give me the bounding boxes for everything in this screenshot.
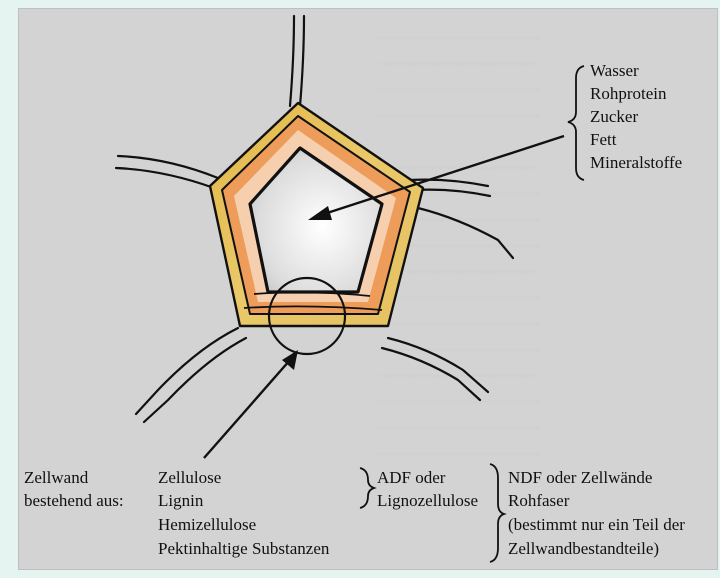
cell-wall-arrow — [204, 350, 298, 458]
component-hemicellulose: Hemizellulose — [158, 514, 256, 536]
ndf-label-crude-fiber: Rohfaser — [508, 490, 569, 512]
ndf-note-line1: (bestimmt nur ein Teil der — [508, 514, 685, 536]
ndf-label: NDF oder Zellwände — [508, 467, 652, 489]
adf-brace — [360, 468, 374, 508]
component-lignin: Lignin — [158, 490, 203, 512]
component-cellulose: Zellulose — [158, 467, 221, 489]
ndf-brace — [490, 464, 504, 562]
diagram-panel: ~~~~~~~~~~~~~~~~~~~~~~~~~~~~~~~~~~~~~~~~… — [18, 8, 718, 570]
component-pectin: Pektinhaltige Substanzen — [158, 538, 329, 560]
cell-wall-label-sub: bestehend aus: — [24, 490, 124, 512]
content-item-sugar: Zucker — [590, 106, 638, 128]
adf-label-sub: Lignozellulose — [377, 490, 478, 512]
adf-label: ADF oder — [377, 467, 445, 489]
content-item-fat: Fett — [590, 129, 616, 151]
content-item-crude-protein: Rohprotein — [590, 83, 667, 105]
ndf-note-line2: Zellwandbestandteile) — [508, 538, 659, 560]
contents-brace — [568, 66, 584, 180]
cell-wall-label: Zellwand — [24, 467, 88, 489]
content-item-water: Wasser — [590, 60, 639, 82]
content-item-minerals: Mineralstoffe — [590, 152, 682, 174]
